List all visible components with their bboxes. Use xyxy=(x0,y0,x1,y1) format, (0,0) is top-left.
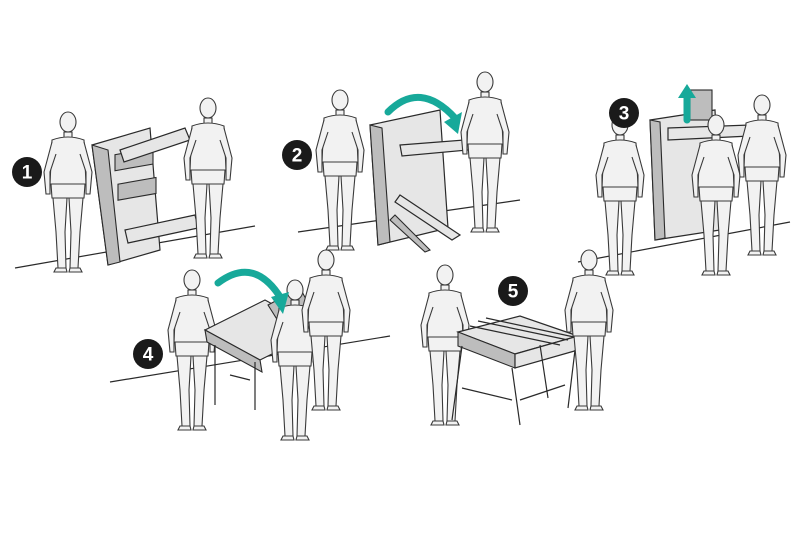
svg-text:1: 1 xyxy=(22,163,33,184)
svg-text:3: 3 xyxy=(619,104,630,125)
svg-text:2: 2 xyxy=(292,146,303,167)
arrowhead-icon xyxy=(444,112,462,134)
person xyxy=(564,249,614,411)
step-5-scene: 5 xyxy=(420,249,614,426)
person xyxy=(43,111,93,273)
svg-text:5: 5 xyxy=(508,282,519,303)
step-badge: 4 xyxy=(133,339,163,369)
step-3-scene: 3 xyxy=(577,84,791,276)
step-badge: 3 xyxy=(609,98,639,128)
step-badge: 5 xyxy=(498,276,528,306)
flip-arrow-icon xyxy=(214,268,286,304)
step-4-scene: 4 xyxy=(109,249,391,441)
step-1-scene: 1 xyxy=(12,97,256,273)
foosball-table-assembled xyxy=(451,315,580,426)
svg-text:4: 4 xyxy=(143,345,154,366)
table-upright xyxy=(91,127,199,266)
table-tilting xyxy=(369,109,491,253)
step-badge: 1 xyxy=(12,157,42,187)
step-2-scene: 2 xyxy=(282,71,521,253)
arrowhead-icon xyxy=(678,84,696,98)
rotate-arrow-icon xyxy=(384,94,459,122)
step-badge: 2 xyxy=(282,140,312,170)
arrowhead-icon xyxy=(271,292,289,314)
person xyxy=(301,249,351,411)
person xyxy=(167,269,217,431)
